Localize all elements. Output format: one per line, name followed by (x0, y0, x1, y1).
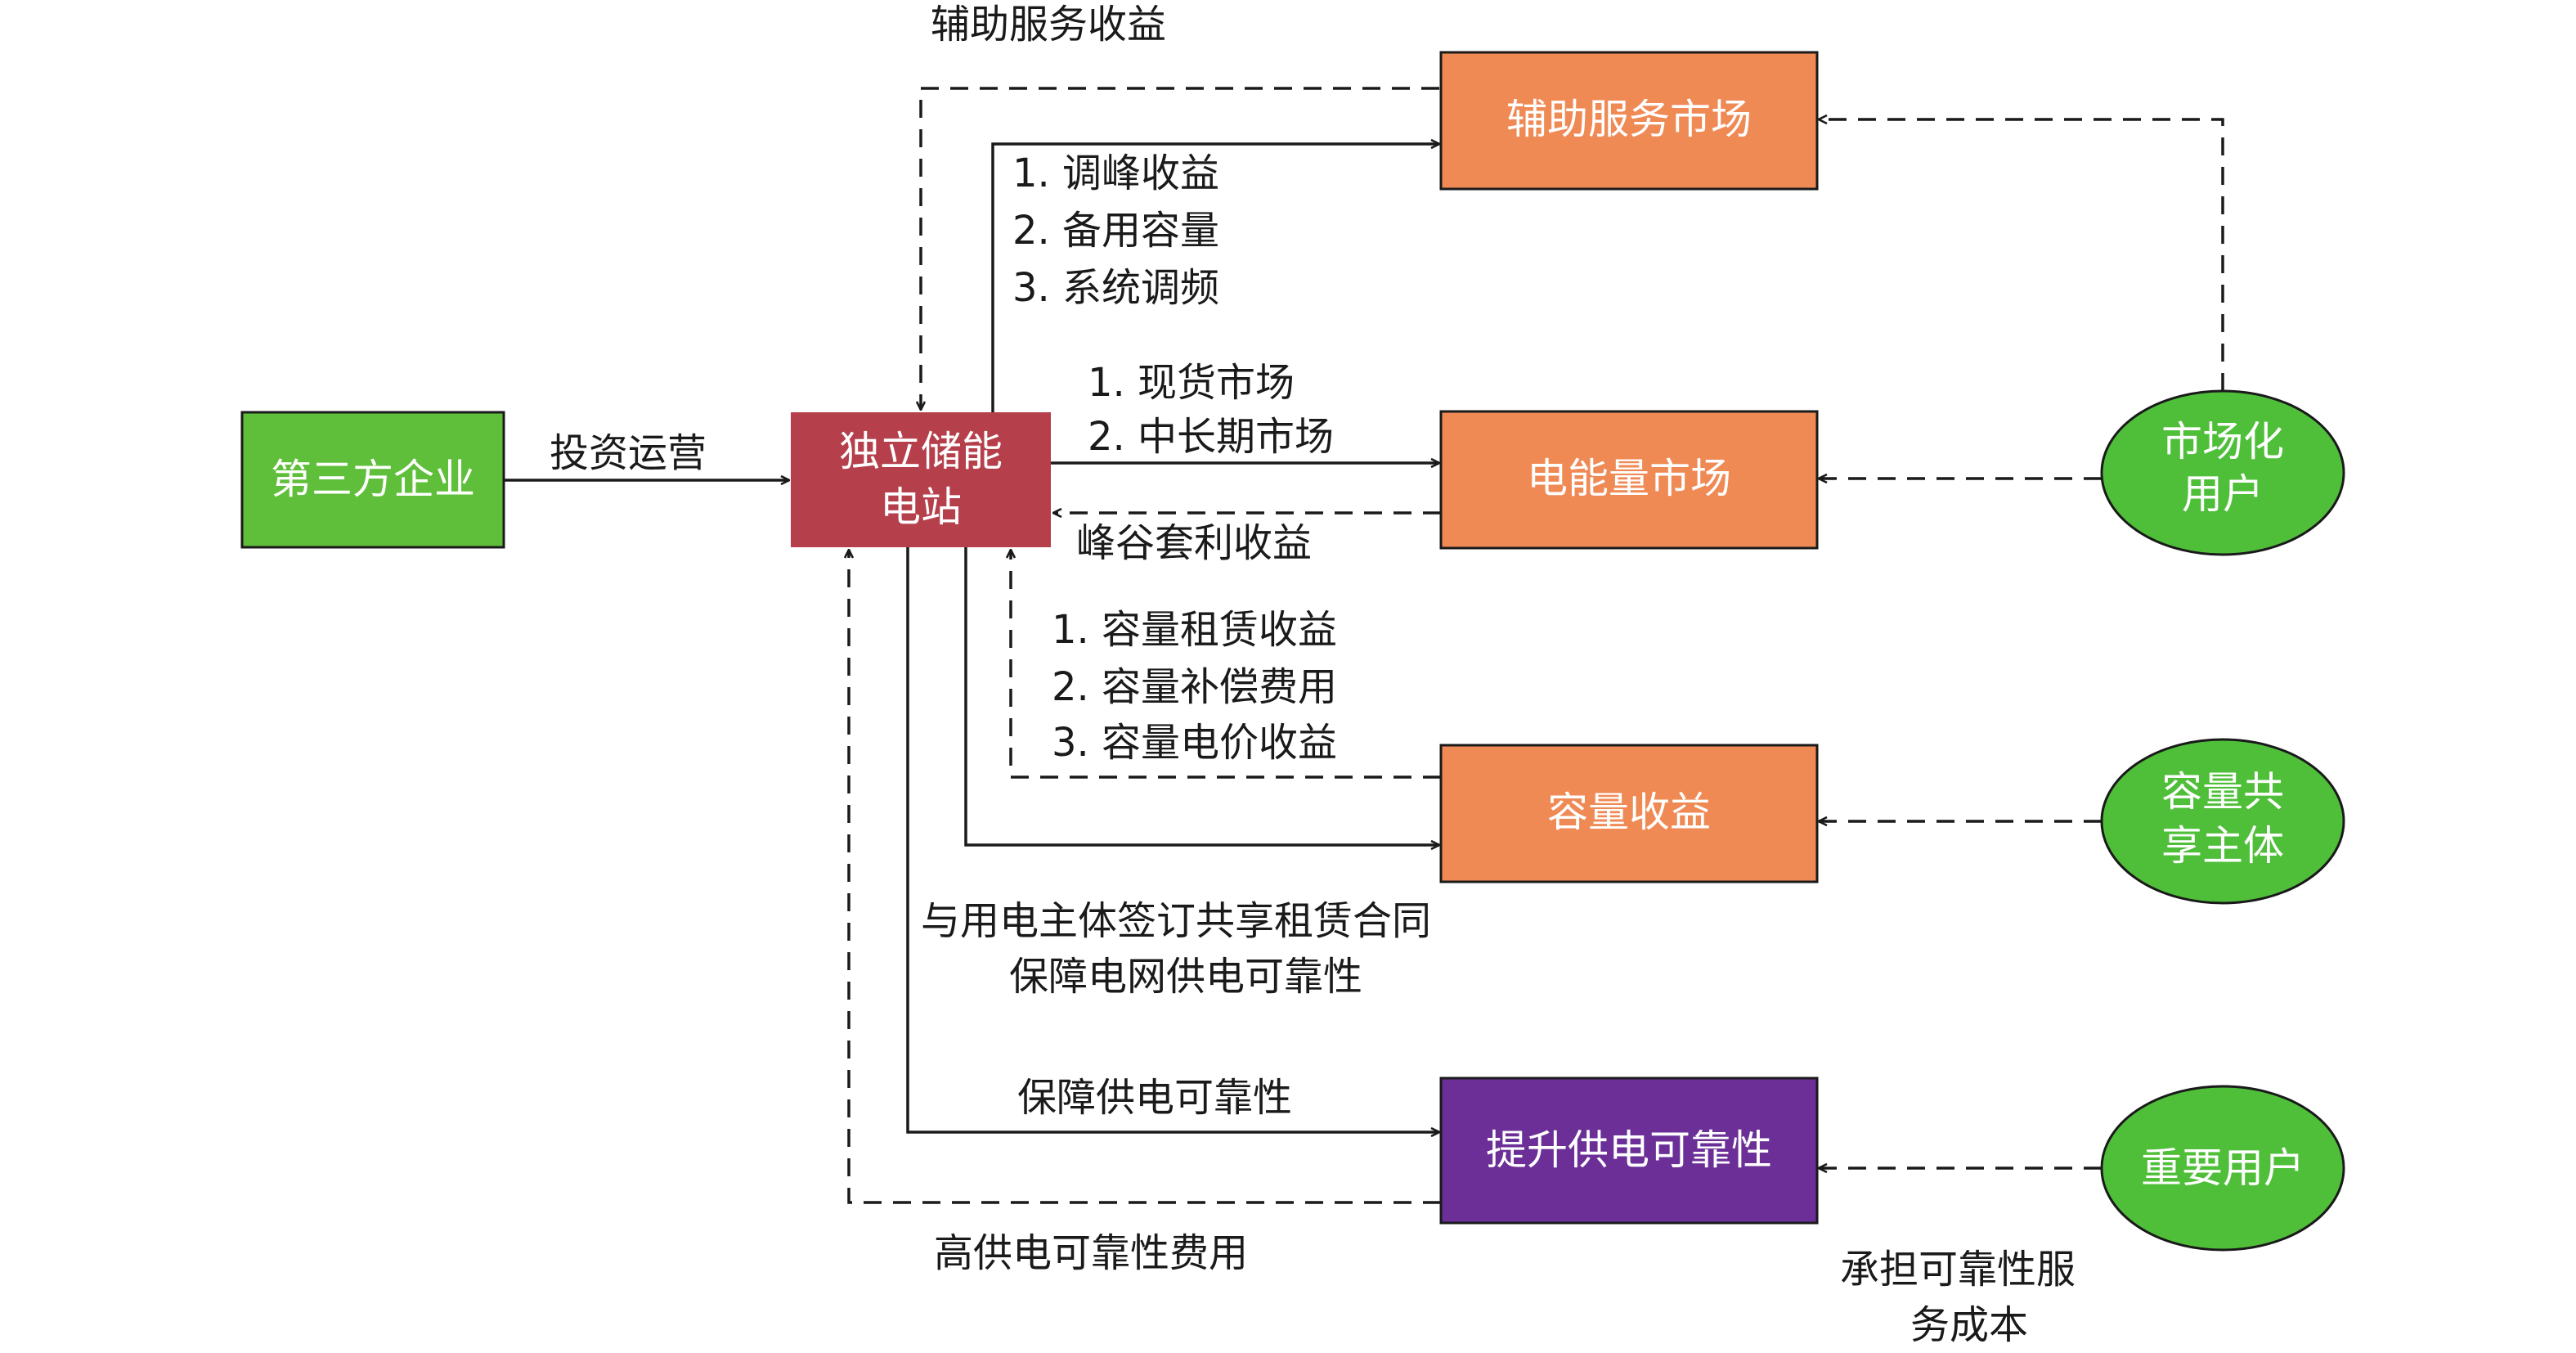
aux-item-1: 1. 调峰收益 (1012, 151, 1219, 196)
invest-label: 投资运营 (550, 430, 707, 476)
storage-station-label-line1: 独立储能 (839, 428, 1003, 475)
bear-cost-label-line2: 务成本 (1910, 1302, 2028, 1348)
aux-item-3: 3. 系统调频 (1012, 265, 1219, 311)
capacity-items-arrow (1011, 550, 1441, 779)
capacity-item-2: 2. 容量补偿费用 (1052, 664, 1337, 710)
storage-station-label-line2: 电站 (880, 483, 962, 531)
high-rel-fee-label: 高供电可靠性费用 (934, 1230, 1248, 1276)
reliability-label: 提升供电可靠性 (1486, 1126, 1772, 1174)
key-user-label: 重要用户 (2141, 1144, 2304, 1192)
capacity-revenue-box (1439, 744, 1819, 883)
arbitrage-label: 峰谷套利收益 (1076, 520, 1312, 566)
third-party-label: 第三方企业 (271, 456, 475, 503)
capacity-share-ellipse (2100, 738, 2345, 905)
storage-station-box (791, 412, 1051, 547)
aux-revenue-label: 辅助服务收益 (931, 2, 1166, 47)
aux-revenue-arrow (921, 87, 1439, 410)
market-user-to-aux-arrow (1819, 119, 2224, 391)
aux-market-label: 辅助服务市场 (1506, 96, 1752, 143)
capacity-revenue-label: 容量收益 (1547, 789, 1711, 836)
contract-label-line2: 保障电网供电可靠性 (1009, 954, 1362, 1000)
capacity-item-3: 3. 容量电价收益 (1052, 720, 1337, 766)
reliability-box (1439, 1077, 1819, 1225)
contract-label-line1: 与用电主体签订共享租赁合同 (921, 898, 1431, 944)
third-party-box (240, 411, 505, 549)
market-user-label-line1: 市场化 (2161, 418, 2284, 465)
aux-item-2: 2. 备用容量 (1012, 208, 1219, 254)
aux-market-box (1439, 51, 1819, 191)
market-user-label-line2: 用户 (2182, 470, 2264, 518)
bear-cost-label-line1: 承担可靠性服 (1840, 1247, 2076, 1292)
capacity-share-label-line2: 享主体 (2161, 822, 2284, 870)
aux-items-arrow (991, 144, 1439, 412)
energy-item-1: 1. 现货市场 (1088, 360, 1295, 406)
energy-market-label: 电能量市场 (1527, 455, 1731, 502)
capacity-item-1: 1. 容量租赁收益 (1052, 607, 1337, 653)
energy-market-box (1439, 410, 1819, 550)
ensure-supply-arrow (906, 547, 1439, 1132)
contract-arrow (964, 547, 1439, 845)
ensure-supply-label: 保障供电可靠性 (1017, 1075, 1292, 1121)
capacity-share-label-line1: 容量共 (2161, 768, 2284, 816)
energy-item-2: 2. 中长期市场 (1088, 414, 1334, 460)
high-rel-fee-arrow (849, 550, 1441, 1204)
